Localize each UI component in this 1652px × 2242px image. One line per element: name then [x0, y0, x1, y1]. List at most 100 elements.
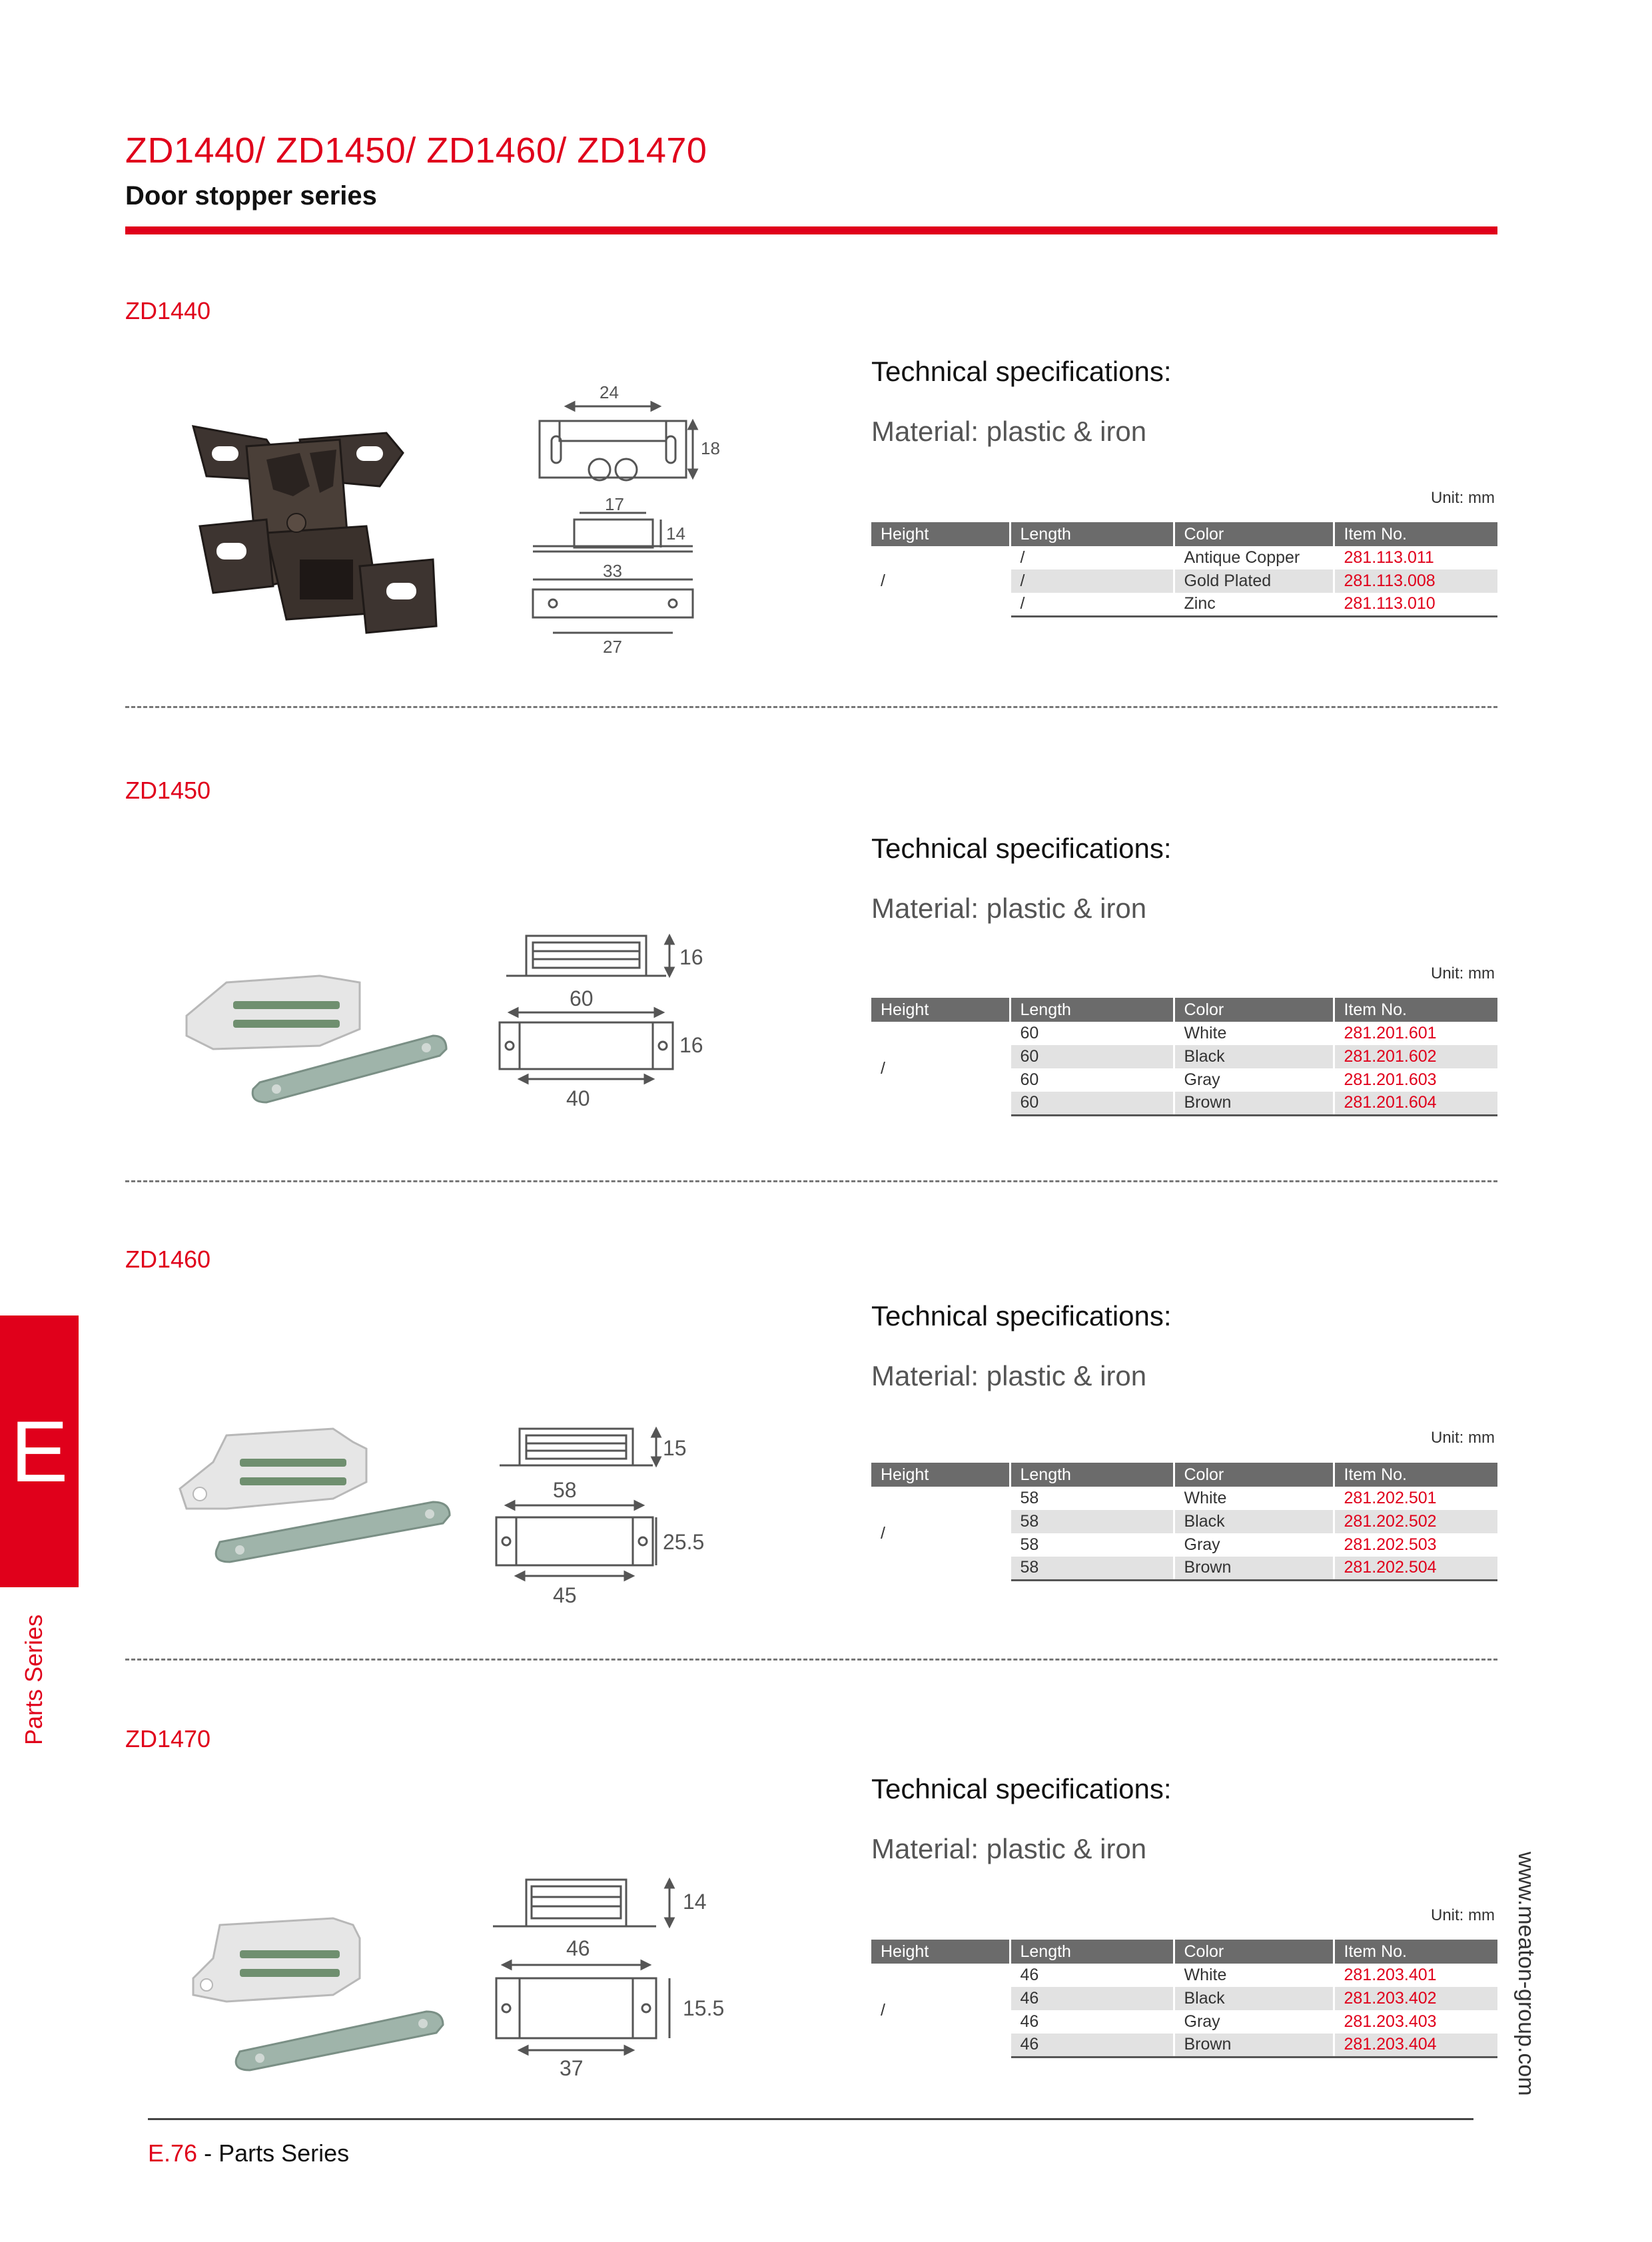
section-code: ZD1470 [125, 1725, 211, 1752]
magnetic-catch-photo-icon [185, 974, 448, 1104]
dim-label: 25.5 [663, 1530, 704, 1554]
table-header: Height [871, 1463, 1011, 1487]
spec-table: Height Length Color Item No. / 46 White … [871, 1940, 1497, 2058]
table-header: Color [1174, 522, 1335, 546]
color-cell: Gold Plated [1174, 569, 1335, 593]
length-cell: 60 [1010, 1092, 1175, 1116]
dim-label: 58 [553, 1478, 577, 1502]
dim-label: 17 [605, 494, 624, 514]
item-no-cell: 281.203.404 [1334, 2034, 1497, 2058]
table-row: 46 Brown 281.203.404 [871, 2034, 1497, 2058]
table-header: Color [1174, 1463, 1335, 1487]
website: www.meaton-group.com [1504, 1852, 1544, 2125]
table-row: 58 Gray 281.202.503 [871, 1533, 1497, 1557]
item-no-cell: 281.202.501 [1344, 1489, 1437, 1507]
technical-drawing: 24 18 17 14 33 27 [532, 382, 720, 657]
table-row: 46 Gray 281.203.403 [871, 2010, 1497, 2034]
length-cell: 46 [1010, 2010, 1175, 2034]
length-cell: 60 [1010, 1022, 1175, 1045]
color-cell: Brown [1174, 1557, 1335, 1581]
unit-label: Unit: mm [1431, 964, 1495, 982]
unit-label: Unit: mm [1431, 1906, 1495, 1924]
color-cell: White [1174, 1022, 1335, 1045]
magnetic-catch-photo-icon [179, 1427, 451, 1563]
table-row: / 58 White 281.202.501 [871, 1487, 1497, 1580]
footer-separator: - [197, 2139, 219, 2167]
website-text: www.meaton-group.com [1513, 1852, 1539, 2096]
color-cell: Gray [1174, 1068, 1335, 1092]
dim-label: 37 [560, 2056, 584, 2080]
product-photo [191, 425, 438, 634]
table-header: Length [1010, 522, 1175, 546]
item-no-cell: 281.203.401 [1344, 1966, 1437, 1984]
dim-label: 24 [600, 382, 619, 402]
header-rule [125, 226, 1497, 234]
section-code: ZD1450 [125, 777, 211, 804]
length-cell: / [1010, 593, 1175, 617]
footer-rule [148, 2118, 1473, 2120]
item-no-cell: 281.113.010 [1334, 593, 1497, 617]
color-cell: White [1174, 1487, 1335, 1510]
spec-material: Material: plastic & iron [871, 416, 1147, 447]
height-cell: / [871, 1487, 1011, 1580]
catch-drawing-icon [495, 1426, 662, 1582]
table-header: Item No. [1334, 522, 1497, 546]
height-cell: / [871, 546, 1011, 616]
item-no-cell: 281.201.601 [1344, 1024, 1437, 1042]
section-divider [125, 706, 1497, 708]
table-row: / 60 White 281.201.601 [871, 1022, 1497, 1115]
table-row: / 46 White 281.203.401 [871, 1964, 1497, 2057]
length-cell: 60 [1010, 1045, 1175, 1068]
dim-label: 40 [566, 1086, 590, 1110]
spec-table: Height Length Color Item No. / / Antique… [871, 522, 1497, 617]
dim-label: 16 [679, 1033, 703, 1057]
spec-title: Technical specifications: [871, 356, 1172, 387]
table-row: 60 Brown 281.201.604 [871, 1092, 1497, 1116]
item-no-cell: 281.201.603 [1344, 1070, 1437, 1089]
table-header: Height [871, 998, 1011, 1022]
catch-drawing-icon [498, 933, 675, 1085]
section-code: ZD1440 [125, 297, 211, 324]
color-cell: Black [1174, 1987, 1335, 2010]
side-tab: E [0, 1315, 79, 1587]
side-caption: Parts Series [20, 1612, 60, 1745]
length-cell: 58 [1010, 1510, 1175, 1533]
magnetic-catch-photo-icon [192, 1917, 444, 2071]
table-row: / / Antique Copper 281.113.011 [871, 546, 1497, 616]
side-tab-letter: E [10, 1403, 69, 1500]
spec-material: Material: plastic & iron [871, 893, 1147, 924]
length-cell: / [1010, 569, 1175, 593]
table-header: Color [1174, 1940, 1335, 1964]
latch-photo-icon [191, 425, 438, 634]
height-cell: / [871, 1022, 1011, 1115]
length-cell: 46 [1010, 1987, 1175, 2010]
length-cell: 58 [1010, 1557, 1175, 1581]
table-row: 46 Black 281.203.402 [871, 1987, 1497, 2010]
item-no-cell: 281.203.403 [1344, 2012, 1437, 2031]
table-header: Length [1010, 998, 1175, 1022]
technical-drawing: 15 58 25.5 45 [495, 1426, 704, 1607]
dim-label: 46 [566, 1936, 590, 1960]
page-number: E.76 [148, 2139, 198, 2167]
footer-label: Parts Series [218, 2139, 350, 2167]
length-cell: / [1010, 546, 1175, 569]
item-no-cell: 281.201.602 [1334, 1045, 1497, 1068]
spec-material: Material: plastic & iron [871, 1360, 1147, 1391]
product-photo [185, 974, 448, 1104]
dim-label: 16 [679, 945, 703, 969]
product-photo [179, 1427, 451, 1563]
table-header: Height [871, 522, 1011, 546]
spec-title: Technical specifications: [871, 1773, 1172, 1804]
table-row: / Zinc 281.113.010 [871, 593, 1497, 617]
item-no-cell: 281.113.008 [1334, 569, 1497, 593]
color-cell: White [1174, 1964, 1335, 1987]
dim-label: 15.5 [683, 1996, 724, 2020]
section-divider [125, 1180, 1497, 1182]
technical-drawing: 16 60 16 40 [498, 933, 703, 1110]
dim-label: 14 [683, 1890, 707, 1914]
table-row: / Gold Plated 281.113.008 [871, 569, 1497, 593]
color-cell: Black [1174, 1510, 1335, 1533]
item-no-cell: 281.201.604 [1334, 1092, 1497, 1116]
dim-label: 60 [570, 986, 594, 1010]
spec-title: Technical specifications: [871, 1300, 1172, 1331]
